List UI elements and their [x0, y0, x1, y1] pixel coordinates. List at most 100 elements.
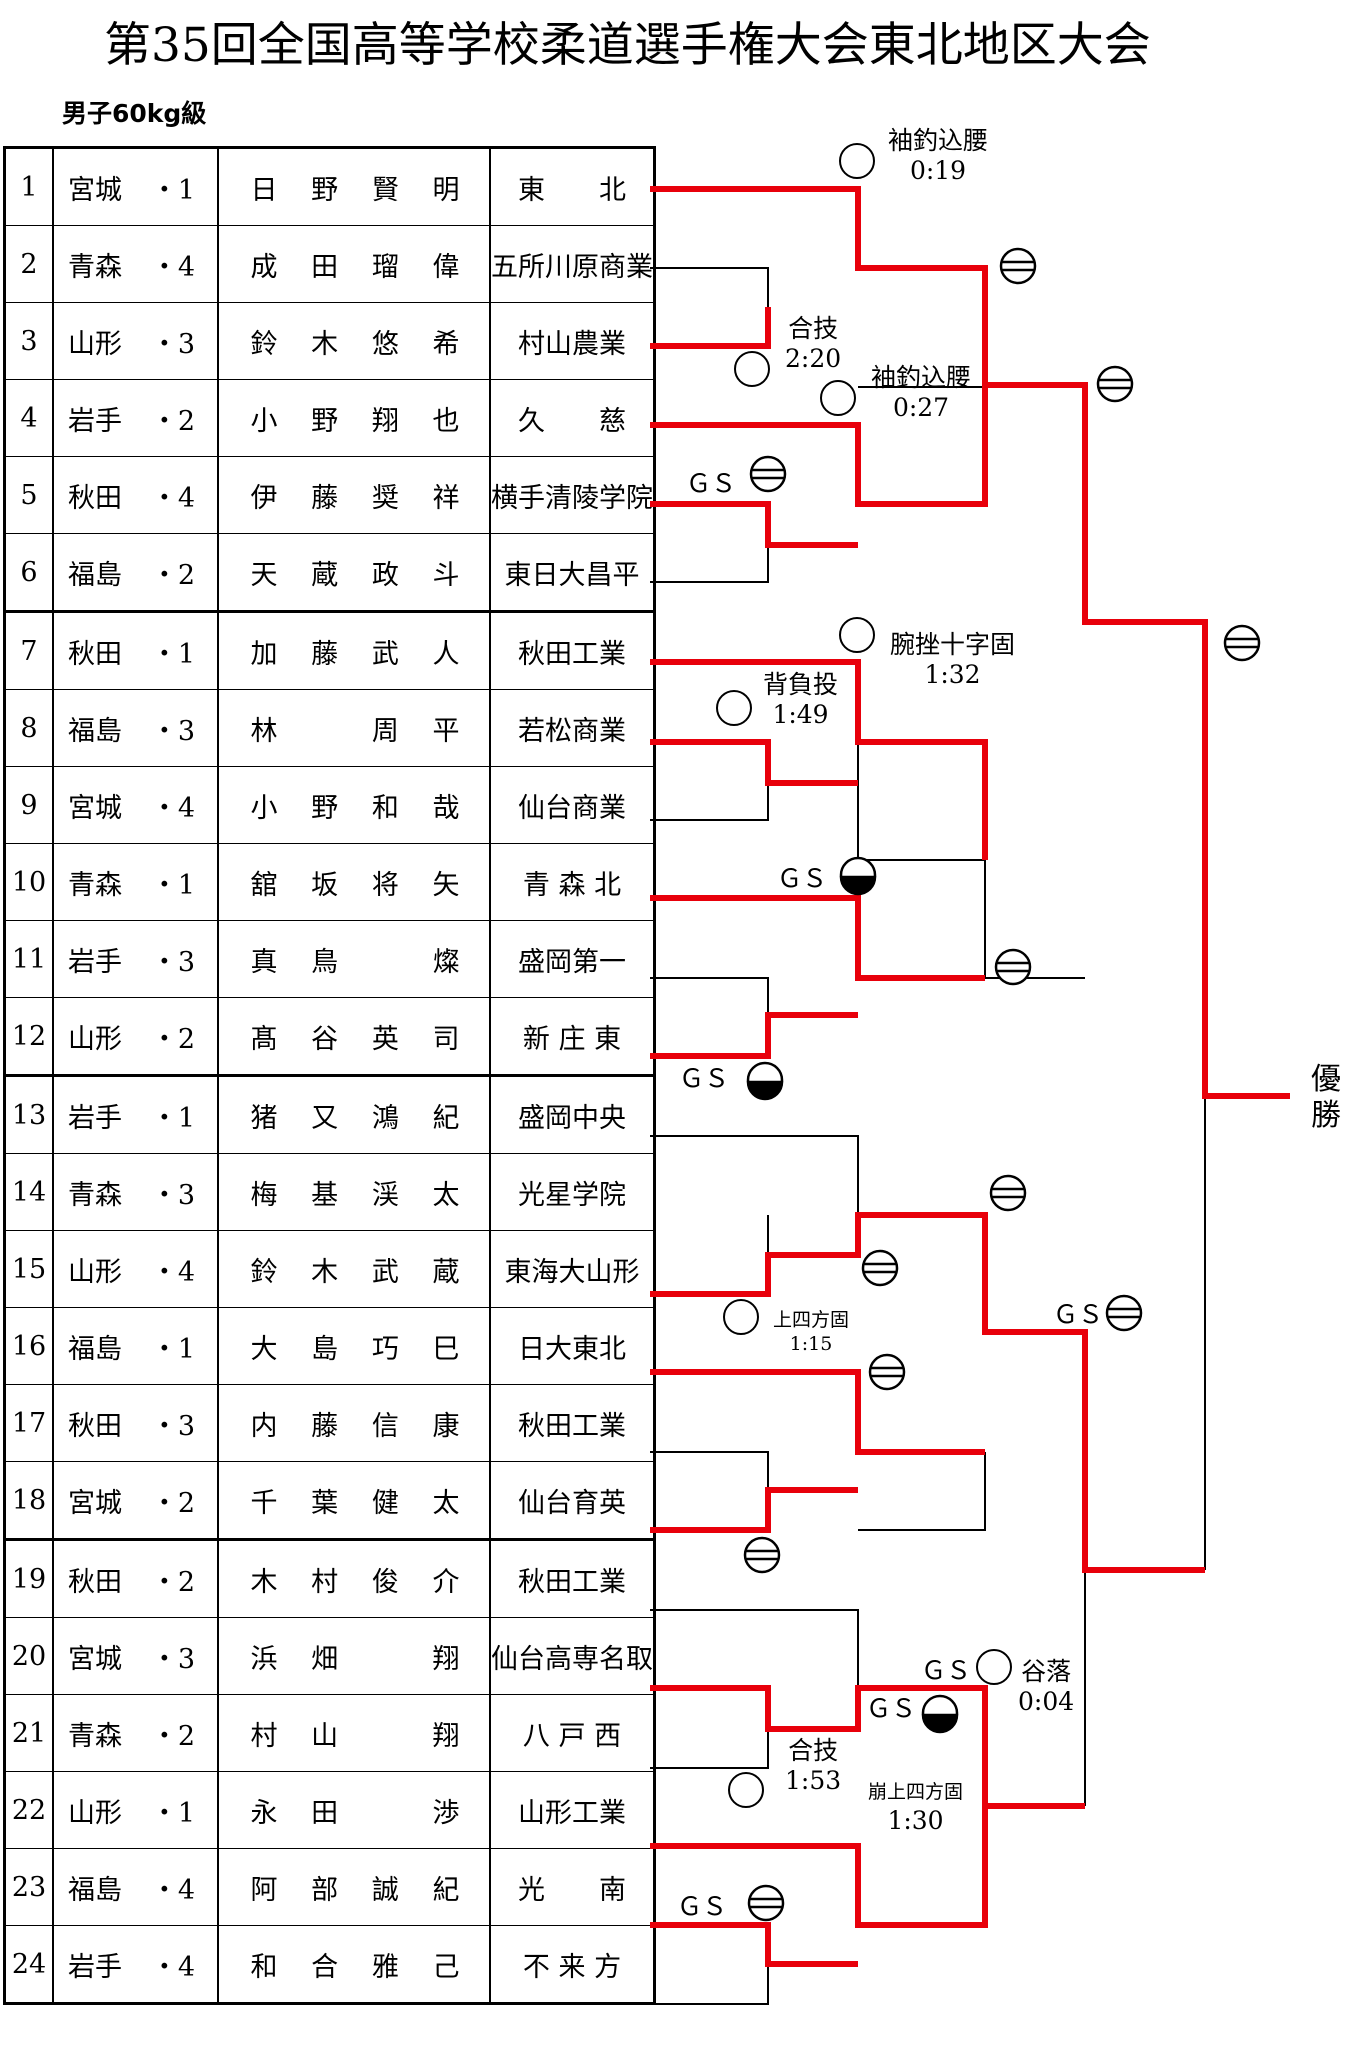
name-char: 木 [311, 1256, 339, 1288]
seed-number: 15 [3, 1230, 54, 1308]
golden-score-label: ＧＳ [686, 469, 737, 498]
seed-number: 16 [3, 1307, 54, 1385]
player-name: 舘坂将矢 [217, 843, 491, 921]
name-char: 木 [250, 1566, 278, 1598]
player-name: 髙谷英司 [217, 997, 491, 1076]
name-char: 巧 [371, 1333, 399, 1365]
prefecture-cell: 秋田・2 [52, 1538, 219, 1618]
name-char: 葉 [311, 1487, 339, 1519]
school-name: 久 慈 [489, 379, 656, 457]
name-char: 藤 [311, 482, 339, 514]
prefecture: 福島 [68, 559, 122, 591]
decision-mark [868, 1353, 906, 1391]
seed-number: 9 [3, 766, 54, 844]
seed-number: 20 [3, 1617, 54, 1695]
name-char: 鈴 [250, 1256, 278, 1288]
name-char: 蔵 [311, 559, 339, 591]
name-char: 燦 [432, 946, 460, 978]
prefecture-cell: 青森・4 [52, 225, 219, 303]
name-char: 武 [371, 1256, 399, 1288]
half-win-mark [839, 856, 877, 896]
grade: ・2 [150, 1566, 195, 1598]
name-char: 巳 [432, 1333, 460, 1365]
prefecture-cell: 秋田・4 [52, 456, 219, 534]
name-char: 鈴 [250, 328, 278, 360]
name-char: 和 [371, 792, 399, 824]
bracket-line [650, 783, 769, 821]
winner-path [650, 659, 988, 860]
grade: ・2 [150, 1023, 195, 1055]
weight-class: 男子60kg級 [62, 99, 207, 128]
player-name: 村山翔 [217, 1694, 491, 1772]
prefecture: 秋田 [68, 482, 122, 514]
name-char: 永 [250, 1797, 278, 1829]
bracket-line [650, 977, 769, 1015]
prefecture-cell: 宮城・4 [52, 766, 219, 844]
name-char: 信 [371, 1410, 399, 1442]
prefecture: 宮城 [68, 174, 122, 206]
name-char: 翔 [371, 405, 399, 437]
grade: ・4 [150, 1256, 195, 1288]
name-char: 哉 [432, 792, 460, 824]
prefecture-cell: 宮城・2 [52, 1461, 219, 1540]
prefecture-cell: 岩手・1 [52, 1074, 219, 1154]
name-char: 田 [311, 251, 339, 283]
seed-number: 17 [3, 1384, 54, 1462]
school-name: 村山農業 [489, 302, 656, 380]
half-win-mark [921, 1694, 959, 1734]
winner-path [650, 307, 771, 349]
player-name: 千葉健太 [217, 1461, 491, 1540]
name-char: 合 [311, 1951, 339, 1983]
seed-number: 22 [3, 1771, 54, 1849]
school-name: 仙台商業 [489, 766, 656, 844]
golden-score-label: ＧＳ [866, 1694, 917, 1723]
prefecture: 山形 [68, 328, 122, 360]
seed-number: 2 [3, 225, 54, 303]
name-char: 田 [311, 1797, 339, 1829]
prefecture-cell: 宮城・3 [52, 1617, 219, 1695]
name-char: 基 [311, 1179, 339, 1211]
player-name: 阿部誠紀 [217, 1848, 491, 1926]
ippon-mark [723, 1299, 759, 1335]
ippon-mark [820, 380, 856, 416]
name-char: 司 [432, 1023, 460, 1055]
decision-mark [861, 1249, 899, 1287]
name-char: 祥 [432, 482, 460, 514]
grade: ・1 [150, 1102, 195, 1134]
name-char: 又 [311, 1102, 339, 1134]
prefecture: 青森 [68, 251, 122, 283]
name-char: 猪 [250, 1102, 278, 1134]
name-char: 内 [250, 1410, 278, 1442]
champion-label: 優勝 [1311, 1062, 1341, 1133]
prefecture: 秋田 [68, 1410, 122, 1442]
seed-number: 23 [3, 1848, 54, 1926]
winner-path [650, 1922, 858, 1967]
school-name: 秋田工業 [489, 1384, 656, 1462]
winner-path [650, 385, 988, 507]
name-char: 天 [250, 559, 278, 591]
school-name: 秋田工業 [489, 1538, 656, 1618]
winner-path [650, 1487, 858, 1533]
name-char: 蔵 [432, 1256, 460, 1288]
name-char: 偉 [432, 251, 460, 283]
player-name: 永田渉 [217, 1771, 491, 1849]
golden-score-label: ＧＳ [921, 1656, 972, 1685]
name-char: 俊 [371, 1566, 399, 1598]
bracket-line [650, 267, 769, 346]
name-char: 梅 [250, 1179, 278, 1211]
prefecture: 秋田 [68, 638, 122, 670]
seed-number: 14 [3, 1153, 54, 1231]
name-char: 太 [432, 1487, 460, 1519]
